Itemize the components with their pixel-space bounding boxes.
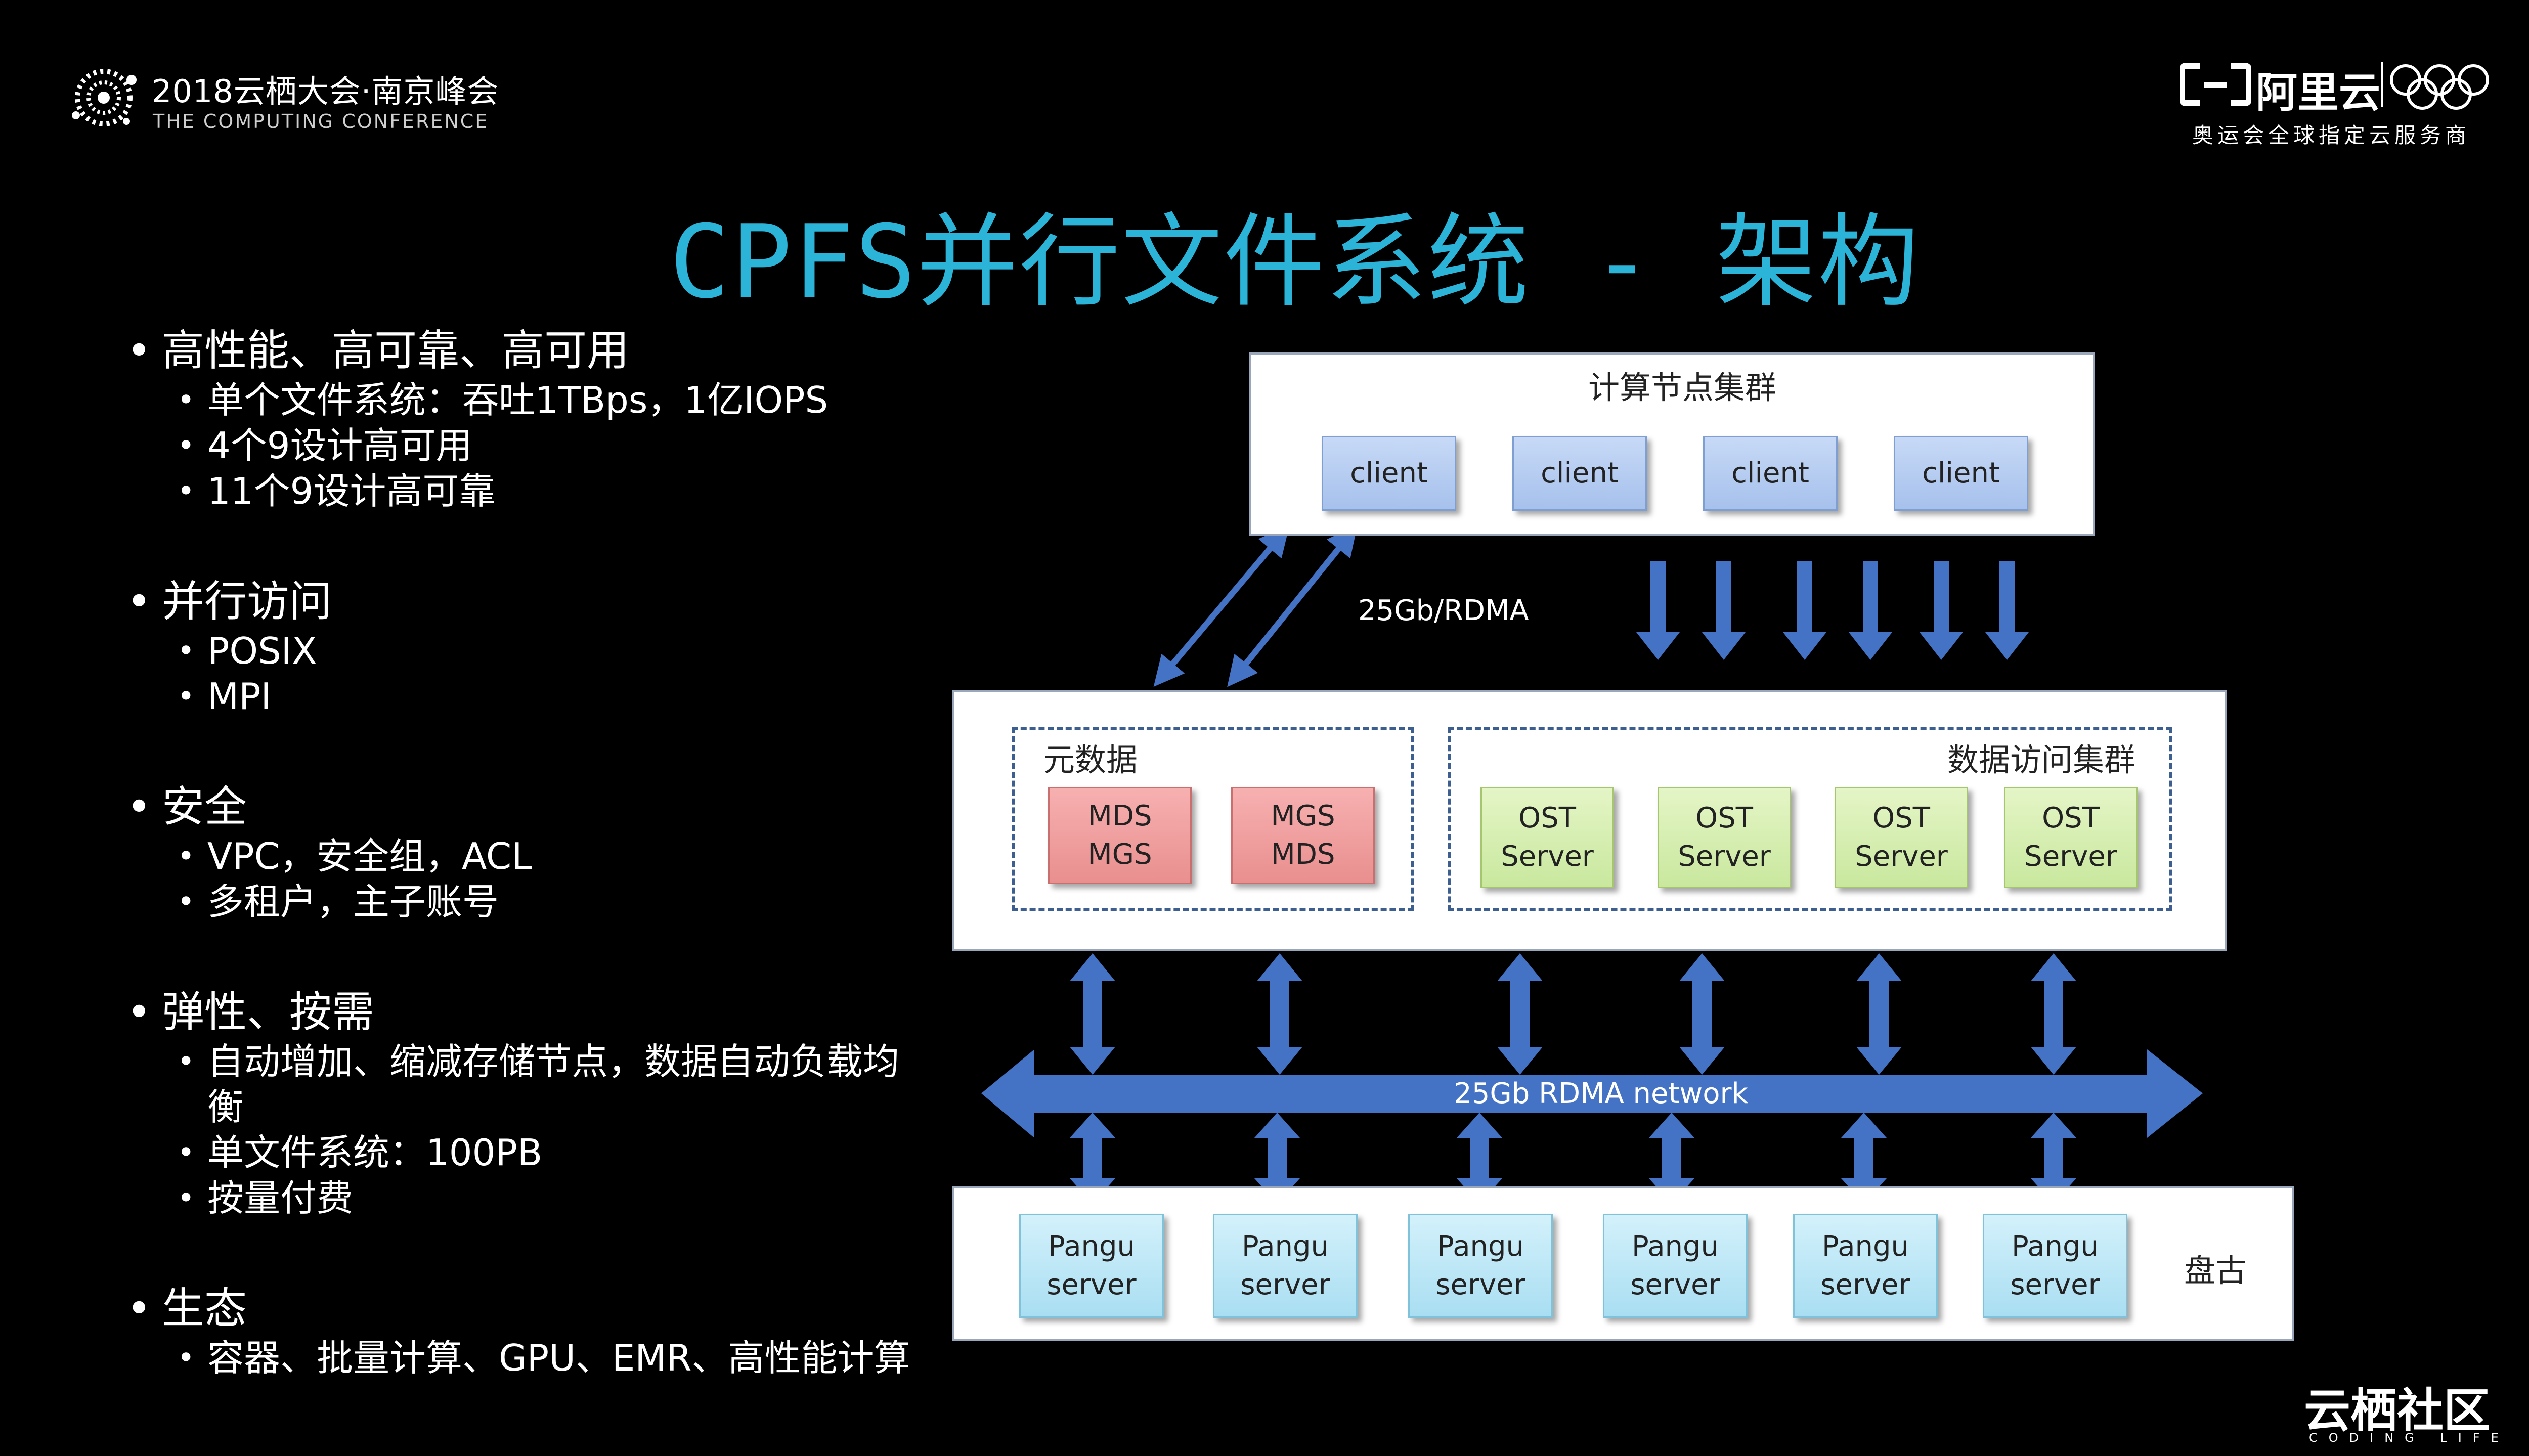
bullet-item: VPC，安全组，ACL bbox=[126, 833, 910, 879]
cloud-dots-icon bbox=[72, 69, 137, 126]
network-label: 25Gb RDMA network bbox=[1454, 1077, 1748, 1110]
mgs-node: MGS MDS bbox=[1231, 787, 1375, 884]
bullet-heading: 安全 bbox=[126, 780, 910, 833]
bullet-item: POSIX bbox=[126, 628, 910, 674]
ost-label: OST Server bbox=[1678, 802, 1771, 873]
client-node: client bbox=[1322, 436, 1456, 511]
pangu-server-node: Pangu server bbox=[1408, 1214, 1553, 1318]
aliyun-tagline: 奥运会全球指定云服务商 bbox=[2192, 123, 2471, 148]
bullet-section: 高性能、高可靠、高可用 单个文件系统：吞吐1TBps，1亿IOPS 4个9设计高… bbox=[126, 324, 910, 514]
ost-server-node: OST Server bbox=[1835, 787, 1968, 888]
ost-label: OST Server bbox=[1501, 802, 1594, 873]
bullet-heading: 并行访问 bbox=[126, 575, 910, 628]
ost-server-node: OST Server bbox=[1658, 787, 1791, 888]
data-access-label: 数据访问集群 bbox=[1947, 741, 2136, 778]
client-label: client bbox=[1922, 457, 2000, 490]
pangu-server-node: Pangu server bbox=[1019, 1214, 1164, 1318]
bullet-section: 弹性、按需 自动增加、缩减存储节点，数据自动负载均衡 单文件系统：100PB 按… bbox=[126, 985, 910, 1221]
pangu-server-node: Pangu server bbox=[1793, 1214, 1938, 1318]
logo-divider bbox=[2381, 62, 2383, 107]
bullet-item: 自动增加、缩减存储节点，数据自动负载均衡 bbox=[126, 1039, 910, 1130]
mgs-label: MGS MDS bbox=[1271, 800, 1335, 871]
aliyun-logo: 阿里云 奥运会全球指定云服务商 bbox=[2180, 56, 2494, 152]
network-pangu-arrows bbox=[1070, 1113, 2076, 1204]
aliyun-name: 阿里云 bbox=[2256, 69, 2381, 117]
client-node: client bbox=[1703, 436, 1838, 511]
pangu-server-node: Pangu server bbox=[1983, 1214, 2127, 1318]
bullet-heading: 弹性、按需 bbox=[126, 985, 910, 1039]
rdma-network-bus bbox=[981, 1049, 2203, 1138]
mds-label: MDS MGS bbox=[1087, 800, 1152, 871]
pangu-label: 盘古 bbox=[2184, 1252, 2247, 1289]
bullet-heading: 高性能、高可靠、高可用 bbox=[126, 324, 910, 377]
client-node: client bbox=[1894, 436, 2028, 511]
ost-server-node: OST Server bbox=[1480, 787, 1614, 888]
client-label: client bbox=[1731, 457, 1809, 490]
bullet-heading: 生态 bbox=[126, 1282, 910, 1335]
bullet-item: MPI bbox=[126, 674, 910, 719]
metadata-group bbox=[1012, 727, 1414, 911]
ost-server-node: OST Server bbox=[2004, 787, 2138, 888]
bullet-section: 生态 容器、批量计算、GPU、EMR、高性能计算 bbox=[126, 1282, 910, 1381]
rdma-link-label: 25Gb/RDMA bbox=[1358, 594, 1529, 627]
pangu-server-label: Pangu server bbox=[1820, 1230, 1910, 1301]
compute-cluster-label: 计算节点集群 bbox=[1588, 369, 1777, 406]
mds-node: MDS MGS bbox=[1048, 787, 1192, 884]
pangu-server-node: Pangu server bbox=[1603, 1214, 1748, 1318]
olympic-rings-icon bbox=[2390, 64, 2489, 110]
bullet-item: 11个9设计高可靠 bbox=[126, 468, 910, 514]
feature-bullets: 高性能、高可靠、高可用 单个文件系统：吞吐1TBps，1亿IOPS 4个9设计高… bbox=[126, 324, 910, 1441]
ost-label: OST Server bbox=[1855, 802, 1948, 873]
conference-name: 2018云栖大会·南京峰会 bbox=[152, 73, 499, 110]
bullet-section: 安全 VPC，安全组，ACL 多租户，主子账号 bbox=[126, 780, 910, 924]
server-network-arrows bbox=[1070, 953, 2076, 1075]
bullet-item: 单个文件系统：吞吐1TBps，1亿IOPS bbox=[126, 377, 910, 423]
data-access-group bbox=[1448, 727, 2172, 911]
aliyun-brackets-icon bbox=[2180, 63, 2251, 106]
pangu-server-label: Pangu server bbox=[1435, 1230, 1525, 1301]
pangu-server-label: Pangu server bbox=[1630, 1230, 1720, 1301]
pangu-server-node: Pangu server bbox=[1213, 1214, 1358, 1318]
bullet-item: 按量付费 bbox=[126, 1175, 910, 1221]
metadata-label: 元数据 bbox=[1043, 741, 1138, 778]
computing-conference-logo: 2018云栖大会·南京峰会 THE COMPUTING CONFERENCE bbox=[66, 60, 572, 141]
client-node: client bbox=[1512, 436, 1647, 511]
rdma-diagonal-arrows bbox=[1153, 525, 1358, 687]
pangu-server-label: Pangu server bbox=[2010, 1230, 2100, 1301]
community-subtitle: CODING LIFE bbox=[2309, 1431, 2510, 1445]
conference-subtitle: THE COMPUTING CONFERENCE bbox=[153, 110, 489, 133]
client-label: client bbox=[1350, 457, 1428, 490]
community-name: 云栖社区 bbox=[2304, 1384, 2491, 1438]
bullet-section: 并行访问 POSIX MPI bbox=[126, 575, 910, 719]
client-label: client bbox=[1541, 457, 1619, 490]
pangu-server-label: Pangu server bbox=[1240, 1230, 1330, 1301]
bullet-item: 单文件系统：100PB bbox=[126, 1130, 910, 1175]
ost-label: OST Server bbox=[2024, 802, 2117, 873]
bullet-item: 4个9设计高可用 bbox=[126, 423, 910, 468]
client-down-arrows bbox=[1636, 561, 2029, 660]
slide-title: CPFS并行文件系统 - 架构 bbox=[669, 203, 1920, 321]
pangu-server-label: Pangu server bbox=[1047, 1230, 1137, 1301]
bullet-item: 多租户，主子账号 bbox=[126, 879, 910, 924]
yunqi-community-logo: 云栖社区 CODING LIFE bbox=[2304, 1373, 2499, 1449]
bullet-item: 容器、批量计算、GPU、EMR、高性能计算 bbox=[126, 1335, 910, 1381]
